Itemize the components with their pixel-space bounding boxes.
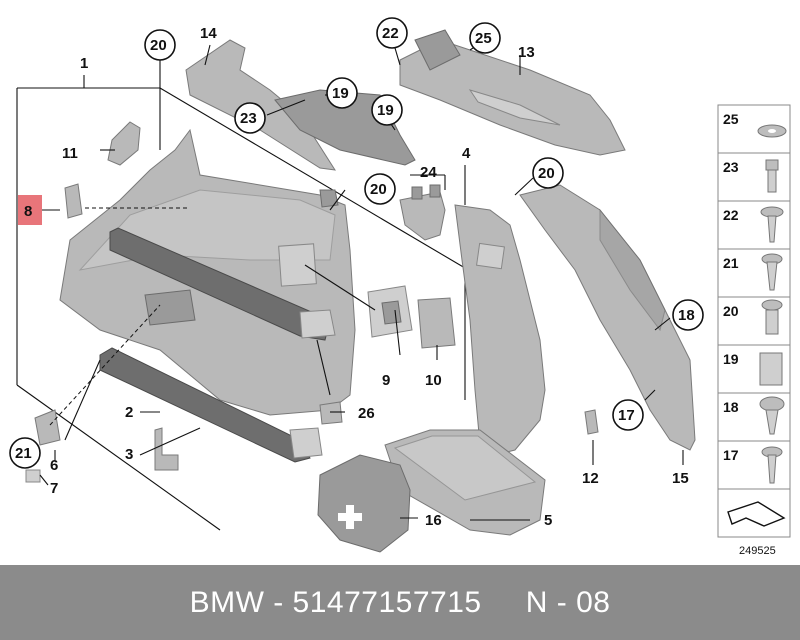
reference-number: 249525 xyxy=(739,545,776,557)
small-clip-26 xyxy=(319,401,343,425)
callout-16: 16 xyxy=(425,512,442,529)
strap-upper xyxy=(109,227,336,341)
callout-25: 25 xyxy=(475,30,492,47)
rivet-icon xyxy=(759,396,785,435)
leader-lines xyxy=(39,39,684,521)
callout-19a: 19 xyxy=(332,85,349,102)
callout-1: 1 xyxy=(80,55,88,72)
legend-item-17: 17 xyxy=(723,447,739,463)
screw-icon xyxy=(761,253,783,291)
legend-item-23: 23 xyxy=(723,159,739,175)
fastener-legend: 25 23 22 21 20 19 18 17 xyxy=(717,104,791,557)
callout-12: 12 xyxy=(582,470,599,487)
clip-20-icon xyxy=(761,299,783,335)
clips-upper-left xyxy=(64,121,141,219)
floor-cover xyxy=(384,429,546,536)
parts-diagram: 1 2 3 4 5 6 7 8 9 10 11 12 13 14 15 16 1… xyxy=(9,17,791,557)
callout-24: 24 xyxy=(420,164,437,181)
tall-trim-panel xyxy=(454,204,546,456)
callout-9: 9 xyxy=(382,372,390,389)
bracket xyxy=(154,427,179,471)
callouts: 1 2 3 4 5 6 7 8 9 10 11 12 13 14 15 16 1… xyxy=(9,17,704,529)
legend-item-22: 22 xyxy=(723,207,739,223)
arrow-icon xyxy=(727,501,786,527)
legend-item-18: 18 xyxy=(723,399,739,415)
callout-17: 17 xyxy=(618,407,635,424)
callout-3: 3 xyxy=(125,446,133,463)
callout-26: 26 xyxy=(358,405,375,422)
callout-14: 14 xyxy=(200,25,217,42)
latch-handle xyxy=(399,184,446,241)
bracket-frame xyxy=(399,29,626,156)
callout-8: 8 xyxy=(24,203,32,220)
assembly-frame xyxy=(16,75,466,531)
callout-10: 10 xyxy=(425,372,442,389)
footer-part-number: BMW - 51477157715 N - 08 xyxy=(189,585,611,619)
callout-4: 4 xyxy=(462,145,471,162)
callout-6: 6 xyxy=(50,457,58,474)
callout-13: 13 xyxy=(518,44,535,61)
legend-item-21: 21 xyxy=(723,255,739,271)
screw-17-icon xyxy=(761,446,783,484)
callout-19b: 19 xyxy=(377,102,394,119)
callout-8-highlight xyxy=(18,195,42,225)
callout-22: 22 xyxy=(382,25,399,42)
small-clips-left xyxy=(25,409,61,483)
callout-21: 21 xyxy=(15,445,32,462)
callout-11: 11 xyxy=(62,145,78,162)
callout-15: 15 xyxy=(672,470,689,487)
legend-item-25: 25 xyxy=(723,111,739,127)
first-aid-box xyxy=(317,454,411,553)
long-side-trim xyxy=(519,184,696,451)
callout-7: 7 xyxy=(50,480,58,497)
legend-item-20: 20 xyxy=(723,303,739,319)
small-tab-12 xyxy=(584,409,599,435)
callout-20a: 20 xyxy=(150,37,167,54)
callout-2: 2 xyxy=(125,404,133,421)
callout-18: 18 xyxy=(678,307,695,324)
strap-lower xyxy=(99,347,323,463)
callout-20c: 20 xyxy=(538,165,555,182)
clip-19-icon xyxy=(759,352,783,386)
handle-parts xyxy=(367,285,456,349)
callout-20b: 20 xyxy=(370,181,387,198)
footer-bar: BMW - 51477157715 N - 08 xyxy=(0,565,800,640)
legend-item-19: 19 xyxy=(723,351,739,367)
screw-washer-icon xyxy=(760,206,784,243)
callout-23: 23 xyxy=(240,110,257,127)
callout-5: 5 xyxy=(544,512,552,529)
stud-icon xyxy=(765,159,779,193)
